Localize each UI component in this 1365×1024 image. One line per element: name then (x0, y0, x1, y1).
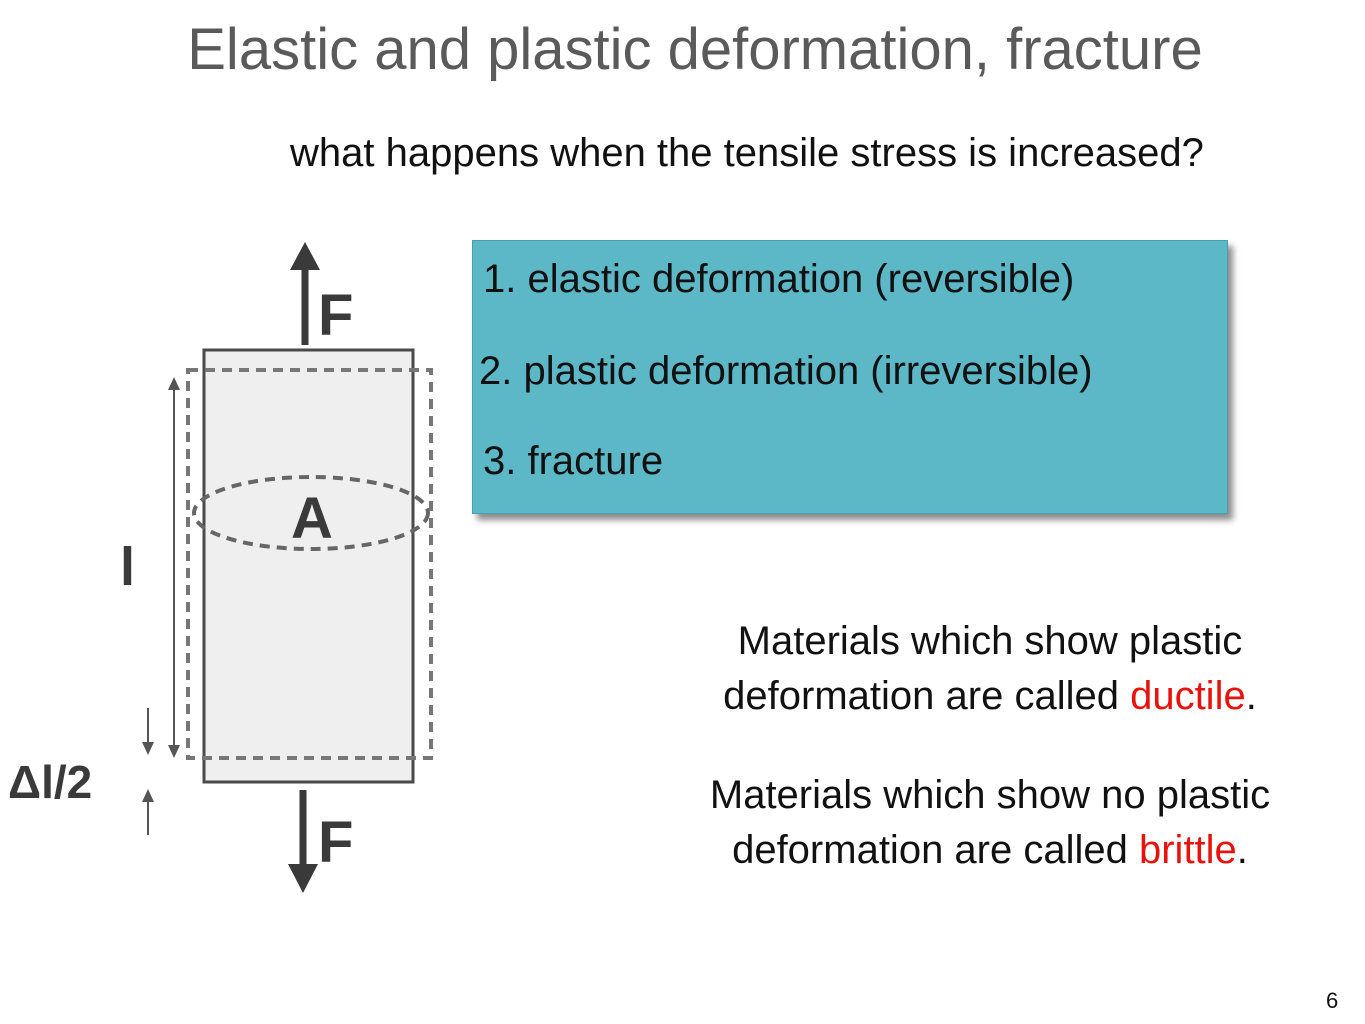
deformation-stages-box: 1. elastic deformation (reversible) 2. p… (472, 240, 1228, 514)
brittle-note: Materials which show no plastic deformat… (640, 768, 1340, 878)
page-number: 6 (1326, 988, 1339, 1013)
tensile-specimen-diagram: F A l Δl/2 F (8, 242, 433, 893)
stage-plastic: 2. plastic deformation (irreversible) (479, 349, 1093, 393)
stage-fracture: 3. fracture (483, 439, 664, 483)
bottom-force-label: F (318, 810, 353, 875)
length-label: l (120, 537, 135, 597)
bottom-arrow-head (288, 864, 318, 893)
delta-length-label: Δl/2 (8, 756, 92, 808)
brittle-term: brittle (1138, 828, 1237, 872)
deformed-outline (186, 368, 433, 760)
brittle-note-line1: Materials which show no plastic (709, 773, 1271, 817)
slide-subtitle: what happens when the tensile stress is … (290, 131, 1204, 175)
ductile-note-line1: Materials which show plastic (737, 619, 1243, 663)
ductile-note: Materials which show plastic deformation… (640, 614, 1340, 724)
cross-section-ellipse (192, 475, 430, 551)
top-arrow-head (290, 242, 320, 270)
brittle-note-line2: deformation are called brittle. (732, 828, 1248, 872)
area-label: A (291, 486, 333, 551)
top-force-label: F (318, 283, 353, 348)
slide-title: Elastic and plastic deformation, fractur… (187, 17, 1203, 82)
ductile-note-line2: deformation are called ductile. (723, 674, 1257, 718)
stage-elastic: 1. elastic deformation (reversible) (483, 257, 1075, 301)
ductile-term: ductile (1130, 674, 1246, 718)
specimen-body (202, 348, 415, 784)
